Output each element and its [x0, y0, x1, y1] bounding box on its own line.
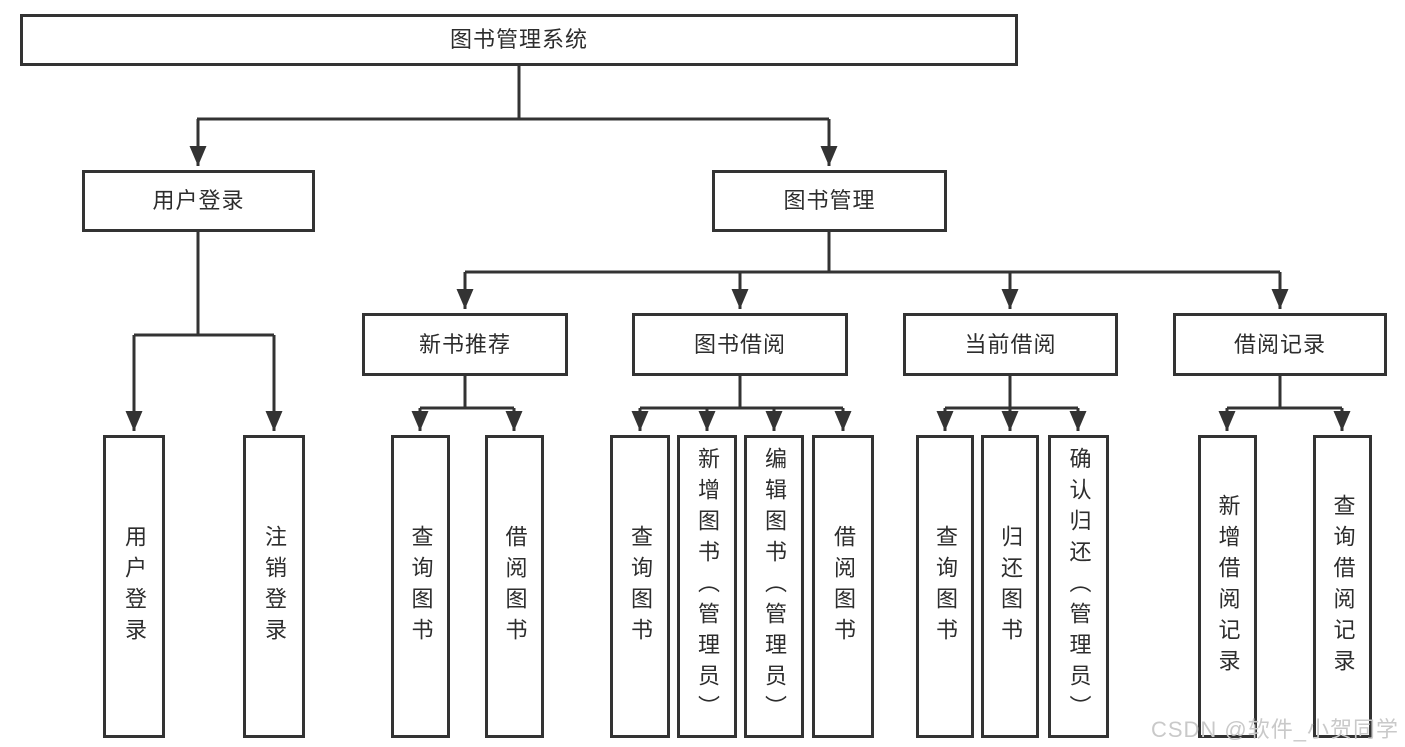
wire-current-borrow-trunk: [945, 376, 1078, 410]
wire-borrow-records-trunk: [1227, 376, 1342, 410]
leaf-user-login: 用户登录: [103, 435, 165, 738]
leaf-add-borrow-record: 新增借阅记录: [1198, 435, 1257, 738]
wire-book-borrow-trunk: [640, 376, 843, 410]
leaf-add-books-admin: 新增图书（管理员）: [677, 435, 737, 738]
node-borrow-records: 借阅记录: [1173, 313, 1387, 376]
node-library-system-root: 图书管理系统: [20, 14, 1018, 66]
leaf-query-books-borrow: 查询图书: [610, 435, 670, 738]
leaf-query-borrow-record: 查询借阅记录: [1313, 435, 1372, 738]
leaf-borrow-books: 借阅图书: [812, 435, 874, 738]
wire-new-book-trunk: [420, 376, 514, 410]
leaf-edit-books-admin: 编辑图书（管理员）: [744, 435, 804, 738]
wire-book-mgmt-trunk: [465, 232, 1280, 274]
node-book-borrow: 图书借阅: [632, 313, 848, 376]
leaf-borrow-books-recommend: 借阅图书: [485, 435, 544, 738]
wire-user-login-trunk: [134, 232, 274, 337]
leaf-logout: 注销登录: [243, 435, 305, 738]
node-new-book-recommend: 新书推荐: [362, 313, 568, 376]
csdn-watermark: CSDN @软件_小贺同学: [1150, 717, 1399, 742]
leaf-query-books-current: 查询图书: [916, 435, 974, 738]
leaf-query-books-recommend: 查询图书: [391, 435, 450, 738]
node-book-management-branch: 图书管理: [712, 170, 947, 232]
leaf-confirm-return-admin: 确认归还（管理员）: [1048, 435, 1109, 738]
wire-root-trunk: [197, 66, 829, 121]
leaf-return-books: 归还图书: [981, 435, 1039, 738]
node-current-borrow: 当前借阅: [903, 313, 1118, 376]
node-user-login-branch: 用户登录: [82, 170, 315, 232]
